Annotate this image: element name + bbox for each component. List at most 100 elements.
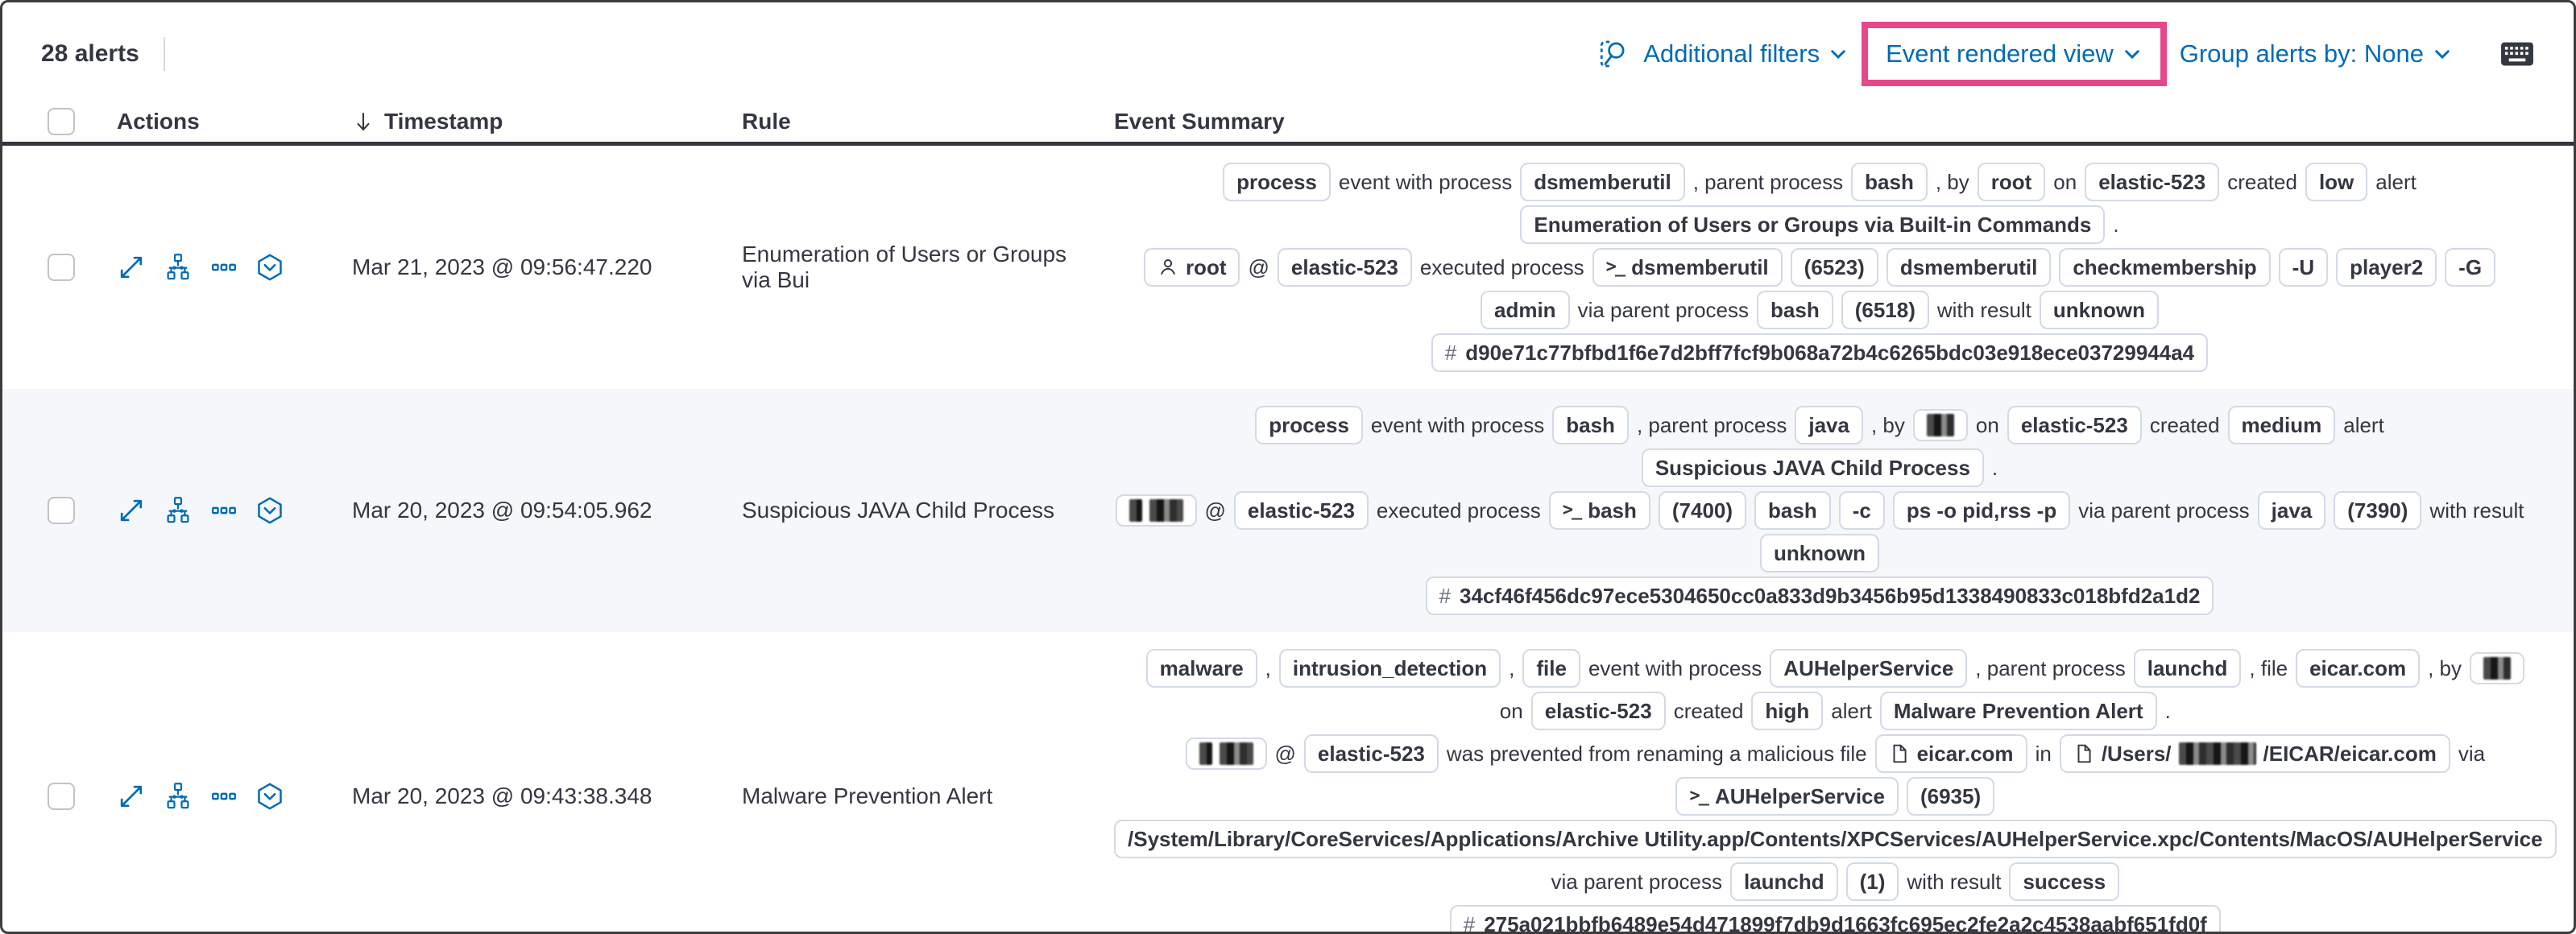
field-badge[interactable]: low	[2305, 163, 2368, 201]
badge-text: dsmemberutil	[1631, 255, 1769, 279]
field-badge[interactable]: Suspicious JAVA Child Process	[1641, 448, 1984, 487]
user-icon	[1160, 259, 1175, 275]
field-badge[interactable]: /Users//EICAR/eicar.com	[2059, 734, 2450, 773]
field-badge[interactable]	[1185, 738, 1267, 770]
field-badge[interactable]: unknown	[1759, 534, 1880, 572]
view-selector-label: Event rendered view	[1886, 39, 2114, 68]
field-badge[interactable]: bash	[1757, 291, 1833, 329]
field-badge[interactable]: high	[1751, 692, 1824, 730]
field-badge[interactable]: bash	[1552, 406, 1629, 444]
field-badge[interactable]: -U	[2278, 248, 2329, 287]
field-badge[interactable]: >_AUHelperService	[1675, 777, 1899, 816]
group-alerts-by-button[interactable]: Group alerts by: None	[2172, 39, 2461, 68]
field-badge[interactable]: success	[2009, 862, 2120, 901]
field-badge[interactable]: checkmembership	[2059, 248, 2271, 287]
field-badge[interactable]	[2470, 652, 2524, 684]
field-badge[interactable]: process	[1223, 163, 1331, 201]
field-badge[interactable]: dsmemberutil	[1886, 248, 2052, 287]
chevron-down-icon	[1831, 50, 1845, 60]
field-badge[interactable]: bash	[1754, 491, 1831, 530]
group-alerts-by-label: Group alerts by: None	[2179, 39, 2424, 68]
field-badge[interactable]: root	[1143, 248, 1240, 287]
row-checkbox[interactable]	[48, 497, 75, 524]
summary-text: , by	[2428, 655, 2462, 680]
field-badge[interactable]: malware	[1145, 649, 1257, 688]
field-badge[interactable]: (6518)	[1841, 291, 1929, 329]
row-checkbox[interactable]	[48, 254, 75, 281]
expand-alert-icon[interactable]	[117, 782, 146, 811]
field-badge[interactable]: >_bash	[1548, 491, 1650, 530]
field-badge[interactable]: process	[1255, 406, 1363, 444]
field-badge[interactable]: /System/Library/CoreServices/Application…	[1114, 820, 2557, 858]
field-badge[interactable]: #d90e71c77bfbd1f6e7d2bff7fcf9b068a72b4c6…	[1431, 333, 2209, 372]
field-badge[interactable]: (6935)	[1906, 777, 1995, 816]
session-view-icon[interactable]	[255, 496, 284, 525]
field-badge[interactable]: root	[1977, 163, 2046, 201]
analyze-event-icon[interactable]	[164, 782, 193, 811]
field-badge[interactable]: AUHelperService	[1770, 649, 1968, 688]
analyze-event-icon[interactable]	[164, 253, 193, 282]
keyboard-shortcuts-icon[interactable]	[2493, 40, 2541, 68]
analyze-event-icon[interactable]	[164, 496, 193, 525]
expand-alert-icon[interactable]	[117, 496, 146, 525]
field-badge[interactable]: -c	[1838, 491, 1885, 530]
field-badge[interactable]: (7400)	[1658, 491, 1747, 530]
rule-column-header[interactable]: Rule	[742, 108, 791, 134]
field-badge[interactable]: ps -o pid,rss -p	[1892, 491, 2071, 530]
field-badge[interactable]: elastic-523	[1233, 491, 1369, 530]
field-badge[interactable]: java	[1795, 406, 1863, 444]
redacted-value	[2178, 742, 2256, 765]
summary-text: .	[1991, 455, 1998, 480]
field-badge[interactable]: >_dsmemberutil	[1592, 248, 1783, 287]
session-view-icon[interactable]	[255, 782, 284, 811]
field-badge[interactable]: elastic-523	[2007, 406, 2142, 444]
more-actions-icon[interactable]	[210, 783, 238, 810]
field-badge[interactable]: -G	[2445, 248, 2496, 287]
field-badge[interactable]	[1115, 494, 1197, 527]
select-all-checkbox[interactable]	[48, 107, 75, 135]
sort-down-icon[interactable]	[352, 110, 375, 133]
field-badge[interactable]: bash	[1851, 163, 1928, 201]
field-badge[interactable]: #34cf46f456dc97ece5304650cc0a833d9b3456b…	[1425, 577, 2214, 615]
field-badge[interactable]: elastic-523	[1277, 248, 1412, 287]
field-badge[interactable]: eicar.com	[2296, 649, 2421, 688]
additional-filters-button[interactable]: Additional filters	[1635, 39, 1857, 68]
badge-text: ps -o pid,rss -p	[1906, 498, 2057, 523]
badge-text: admin	[1493, 298, 1556, 322]
row-checkbox[interactable]	[48, 783, 75, 810]
field-badge[interactable]: launchd	[2133, 649, 2242, 688]
view-selector-button[interactable]: Event rendered view	[1878, 39, 2151, 68]
field-badge[interactable]: file	[1522, 649, 1580, 688]
field-badge[interactable]: medium	[2227, 406, 2336, 444]
expand-alert-icon[interactable]	[117, 253, 146, 282]
field-badge[interactable]: eicar.com	[1874, 734, 2027, 773]
field-badge[interactable]: (6523)	[1790, 248, 1878, 287]
summary-text: alert	[2343, 412, 2384, 437]
field-badge[interactable]: (1)	[1845, 862, 1899, 901]
field-badge[interactable]: unknown	[2039, 291, 2159, 329]
field-badge[interactable]	[1912, 409, 1968, 441]
summary-text: @	[1204, 498, 1226, 523]
field-badge[interactable]: launchd	[1729, 862, 1838, 901]
inspect-icon[interactable]	[1590, 38, 1635, 70]
field-badge[interactable]: Malware Prevention Alert	[1879, 692, 2157, 730]
field-badge[interactable]: java	[2257, 491, 2326, 530]
rule-cell: Malware Prevention Alert	[742, 783, 993, 808]
field-badge[interactable]: elastic-523	[2085, 163, 2220, 201]
field-badge[interactable]: (7390)	[2334, 491, 2422, 530]
field-badge[interactable]: dsmemberutil	[1520, 163, 1685, 201]
timestamp-column-header[interactable]: Timestamp	[384, 108, 503, 134]
field-badge[interactable]: admin	[1480, 291, 1570, 329]
field-badge[interactable]: elastic-523	[1530, 692, 1666, 730]
more-actions-icon[interactable]	[210, 254, 238, 281]
more-actions-icon[interactable]	[210, 497, 238, 524]
field-badge[interactable]: elastic-523	[1303, 734, 1439, 773]
field-badge[interactable]: #275a021bbfb6489e54d471899f7db9d1663fc69…	[1449, 905, 2221, 932]
field-badge[interactable]: intrusion_detection	[1278, 649, 1501, 688]
session-view-icon[interactable]	[255, 253, 284, 282]
field-badge[interactable]: Enumeration of Users or Groups via Built…	[1520, 205, 2106, 244]
field-badge[interactable]: player2	[2336, 248, 2437, 287]
